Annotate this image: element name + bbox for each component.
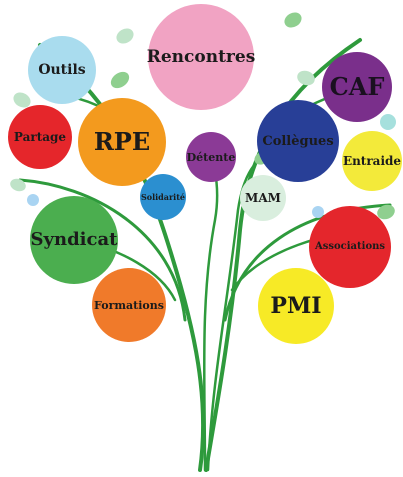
stalk-inner-right [206, 153, 267, 472]
bubble-partage-label: Partage [13, 130, 67, 144]
bubble-detente: Détente [186, 132, 236, 182]
leaf [10, 178, 26, 192]
leaf [116, 28, 134, 44]
bubble-caf: CAF [322, 52, 392, 122]
dot [380, 114, 396, 130]
bubble-syndicat-label: Syndicat [30, 229, 118, 250]
bubble-mam: MAM [240, 175, 286, 221]
leaf [297, 70, 315, 86]
bubble-entraide-label: Entraide [342, 154, 402, 168]
leaf [13, 92, 31, 108]
bubble-rpe-label: RPE [93, 127, 151, 156]
bubble-collegues: Collègues [257, 100, 339, 182]
dot [312, 206, 324, 218]
bubble-pmi: PMI [258, 268, 334, 344]
bubble-formations: Formations [92, 268, 166, 342]
trunk-right [204, 38, 362, 472]
bubble-entraide: Entraide [342, 131, 402, 191]
bubble-associations: Associations [309, 206, 391, 288]
bubble-rencontres: Rencontres [146, 4, 256, 110]
bubble-caf-label: CAF [329, 72, 385, 101]
bubble-rpe: RPE [78, 98, 166, 186]
branch-left-1 [18, 178, 187, 322]
bubble-outils-label: Outils [38, 62, 86, 78]
bubble-mam-label: MAM [245, 191, 281, 205]
leaf [110, 71, 130, 89]
bubble-associations-label: Associations [314, 241, 386, 252]
bubble-pmi-label: PMI [270, 293, 322, 319]
bubble-outils: Outils [28, 36, 96, 104]
dot [27, 194, 39, 206]
bubble-collegues-label: Collègues [262, 133, 334, 149]
bubble-formations-label: Formations [94, 298, 164, 312]
leaf [284, 12, 302, 28]
bubble-syndicat: Syndicat [30, 196, 118, 284]
bubble-detente-label: Détente [186, 150, 236, 164]
bubble-rencontres-label: Rencontres [146, 46, 256, 67]
bubble-solidarite-label: Solidarité [140, 192, 185, 202]
leaf [377, 204, 395, 220]
bubble-solidarite: Solidarité [140, 174, 186, 220]
bubble-partage: Partage [8, 105, 72, 169]
